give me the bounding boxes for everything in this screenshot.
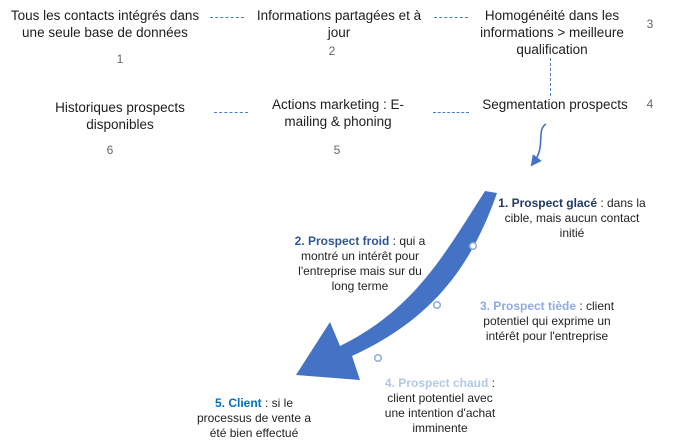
connector-3-4 xyxy=(550,58,551,96)
funnel-point-3 xyxy=(373,353,383,363)
step-2-number: 2 xyxy=(328,44,336,58)
stage-5-desc: : si le processus de vente a été bien ef… xyxy=(196,396,312,440)
stage-2-label: 2. Prospect froid : qui a montré un inté… xyxy=(286,234,434,294)
connector-1-2 xyxy=(210,17,244,18)
connector-4-5 xyxy=(433,112,469,113)
stage-3-label: 3. Prospect tiède : client potentiel qui… xyxy=(466,299,628,344)
stage-5-title: 5. Client xyxy=(214,396,262,410)
stage-4-title: 4. Prospect chaud xyxy=(384,376,489,390)
stage-3-title: 3. Prospect tiède xyxy=(479,299,577,313)
funnel-point-1 xyxy=(468,241,478,251)
stage-1-label: 1. Prospect glacé : dans la cible, mais … xyxy=(494,196,650,241)
step-6-number: 6 xyxy=(106,143,114,157)
funnel-point-2 xyxy=(432,300,442,310)
sales-funnel-arrow xyxy=(296,191,497,380)
connector-5-6 xyxy=(214,112,248,113)
step-5-text: Actions marketing : E-mailing & phoning xyxy=(271,97,405,129)
step-1-number: 1 xyxy=(116,52,124,66)
stage-2-title: 2. Prospect froid xyxy=(294,234,390,248)
stage-2-desc: : qui a montré un intérêt pour l'entrepr… xyxy=(298,234,426,293)
step-5-number: 5 xyxy=(333,143,341,157)
stage-1-desc: : dans la cible, mais aucun contact init… xyxy=(504,196,646,240)
step-4-text: Segmentation prospects xyxy=(482,97,628,112)
stage-4-label: 4. Prospect chaud : client potentiel ave… xyxy=(378,376,502,436)
step-2-text: Informations partagées et à jour xyxy=(256,8,422,40)
stage-4-desc: : client potentiel avec une intention d'… xyxy=(384,376,496,435)
stage-1-title: 1. Prospect glacé xyxy=(498,196,597,210)
step-1-text: Tous les contacts intégrés dans une seul… xyxy=(10,8,200,40)
stage-5-label: 5. Client : si le processus de vente a é… xyxy=(188,396,320,441)
stage-3-desc: : client potentiel qui exprime un intérê… xyxy=(483,299,615,343)
step-6-text: Historiques prospects disponibles xyxy=(55,100,185,132)
step-3-text: Homogénéité dans les informations > meil… xyxy=(480,8,624,57)
step-4-number: 4 xyxy=(646,97,654,111)
step-3-number: 3 xyxy=(646,17,654,31)
segmentation-curved-arrow xyxy=(530,123,547,167)
connector-2-3 xyxy=(434,17,468,18)
